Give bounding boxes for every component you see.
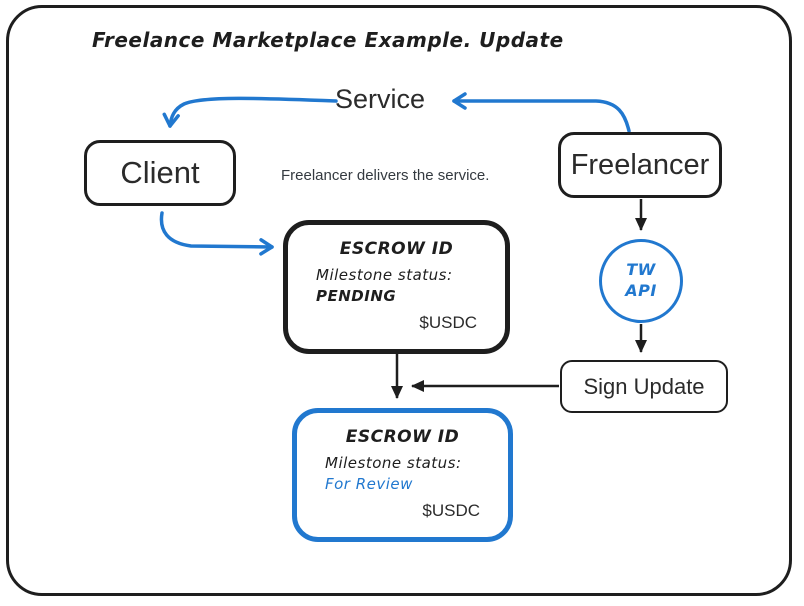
escrow-pending-status-label: Milestone status: [316,266,453,284]
escrow-review-title: ESCROW ID [345,427,460,447]
freelancer-node: Freelancer [558,132,722,198]
escrow-review-status-value: For Review [325,475,413,493]
tw-api-line1: TW [626,260,656,280]
tw-api-line2: API [625,281,657,300]
escrow-pending-box: ESCROW ID Milestone status: PENDING $USD… [283,220,510,354]
client-node: Client [84,140,236,206]
tw-api-node: TW API [599,239,683,323]
freelancer-label: Freelancer [570,148,710,181]
escrow-pending-currency: $USDC [419,313,477,332]
escrow-pending-title: ESCROW ID [339,239,454,259]
diagram-title: Freelance Marketplace Example. Update [92,28,564,52]
escrow-review-box: ESCROW ID Milestone status: For Review $… [292,408,513,542]
delivery-note: Freelancer delivers the service. [281,167,490,184]
escrow-pending-status-value: PENDING [316,287,397,305]
client-label: Client [120,155,200,190]
sign-update-label: Sign Update [583,373,705,399]
escrow-review-status-label: Milestone status: [325,454,462,472]
escrow-review-currency: $USDC [422,501,480,520]
sign-update-node: Sign Update [560,360,728,413]
outer-frame [6,5,792,596]
service-label: Service [334,84,426,114]
